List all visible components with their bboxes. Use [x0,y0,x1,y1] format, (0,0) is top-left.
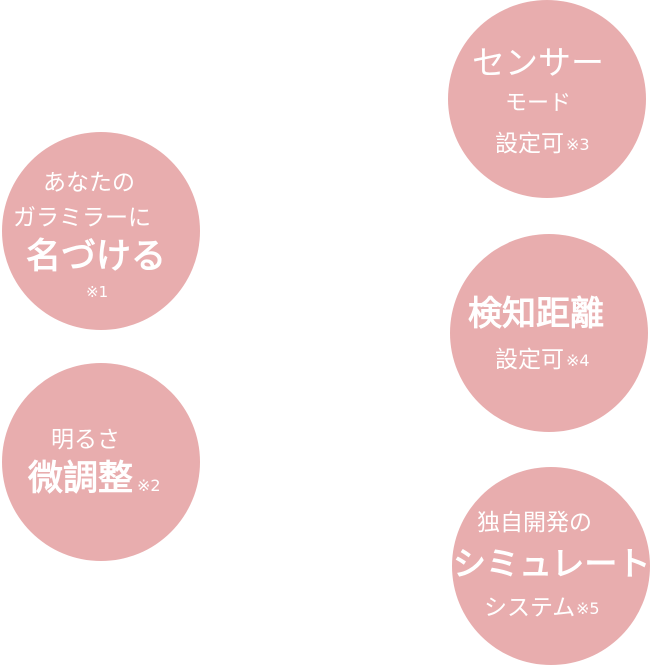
name-mirror-line2: ガラミラーに [13,205,151,231]
detection-distance-line1: 検知距離 [468,294,604,334]
name-mirror-note: ※1 [86,283,109,301]
feature-circle-detection-distance [450,234,648,432]
sensor-mode-line2: モード [505,91,572,116]
simulation-line2: シミュレート [453,544,651,583]
detection-distance-note: ※4 [566,351,590,370]
sensor-mode-line3: 設定可 [495,131,564,157]
name-mirror-line3: 名づける [26,237,167,277]
feature-circle-brightness [2,363,200,561]
simulation-note: ※5 [576,599,600,618]
feature-circle-name-mirror [2,132,200,330]
sensor-mode-note: ※3 [566,135,590,154]
simulation-line1: 独自開発の [477,510,592,536]
name-mirror-line1: あなたの [43,170,135,196]
detection-distance-line2: 設定可 [495,347,564,373]
feature-circle-simulation [452,467,650,665]
brightness-note: ※2 [137,476,161,495]
brightness-line2: 微調整 [28,459,134,499]
brightness-line1: 明るさ [51,427,120,453]
simulation-line3: システム [484,595,576,621]
feature-circle-sensor-mode [448,0,646,198]
sensor-mode-line1: センサー [472,43,604,82]
